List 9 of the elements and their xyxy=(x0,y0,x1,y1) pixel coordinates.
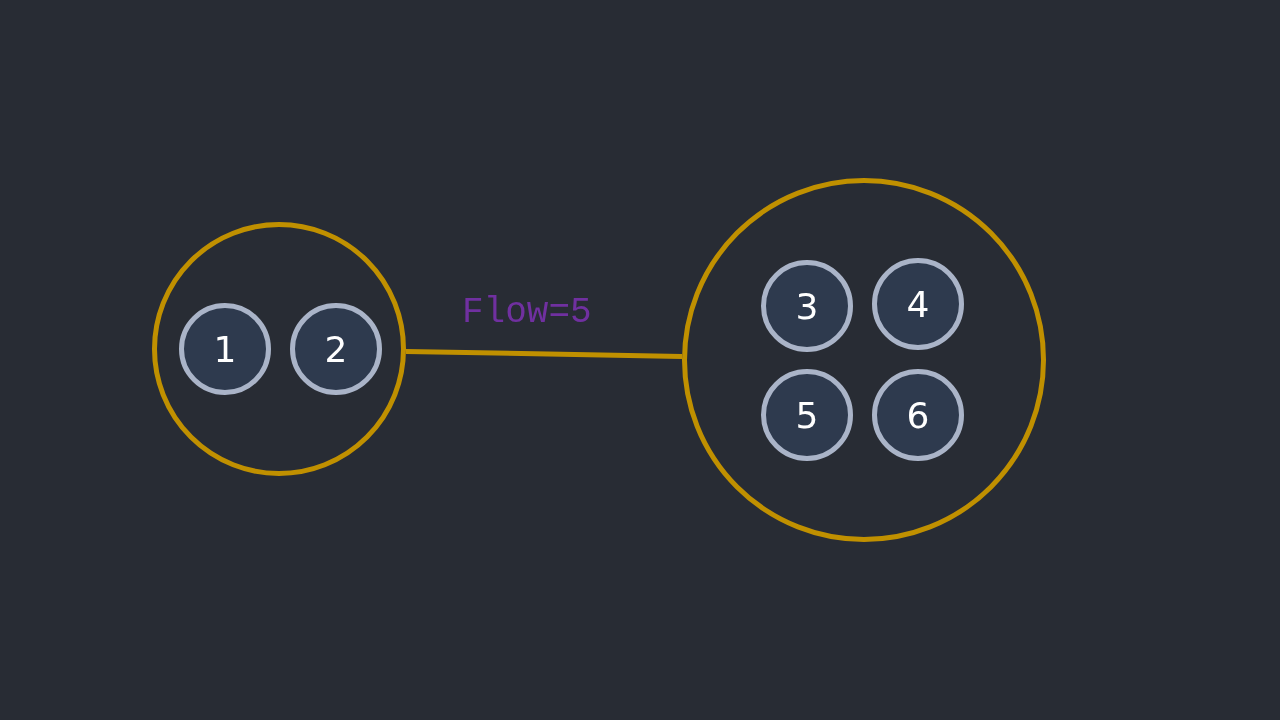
group-circle xyxy=(682,178,1046,542)
group-circle xyxy=(152,222,406,476)
node-circle: 2 xyxy=(290,303,382,395)
connector-line xyxy=(405,348,683,360)
node-circle: 3 xyxy=(761,260,853,352)
node-circle: 5 xyxy=(761,369,853,461)
node-circle: 4 xyxy=(872,258,964,350)
node-circle: 6 xyxy=(872,369,964,461)
node-circle: 1 xyxy=(179,303,271,395)
